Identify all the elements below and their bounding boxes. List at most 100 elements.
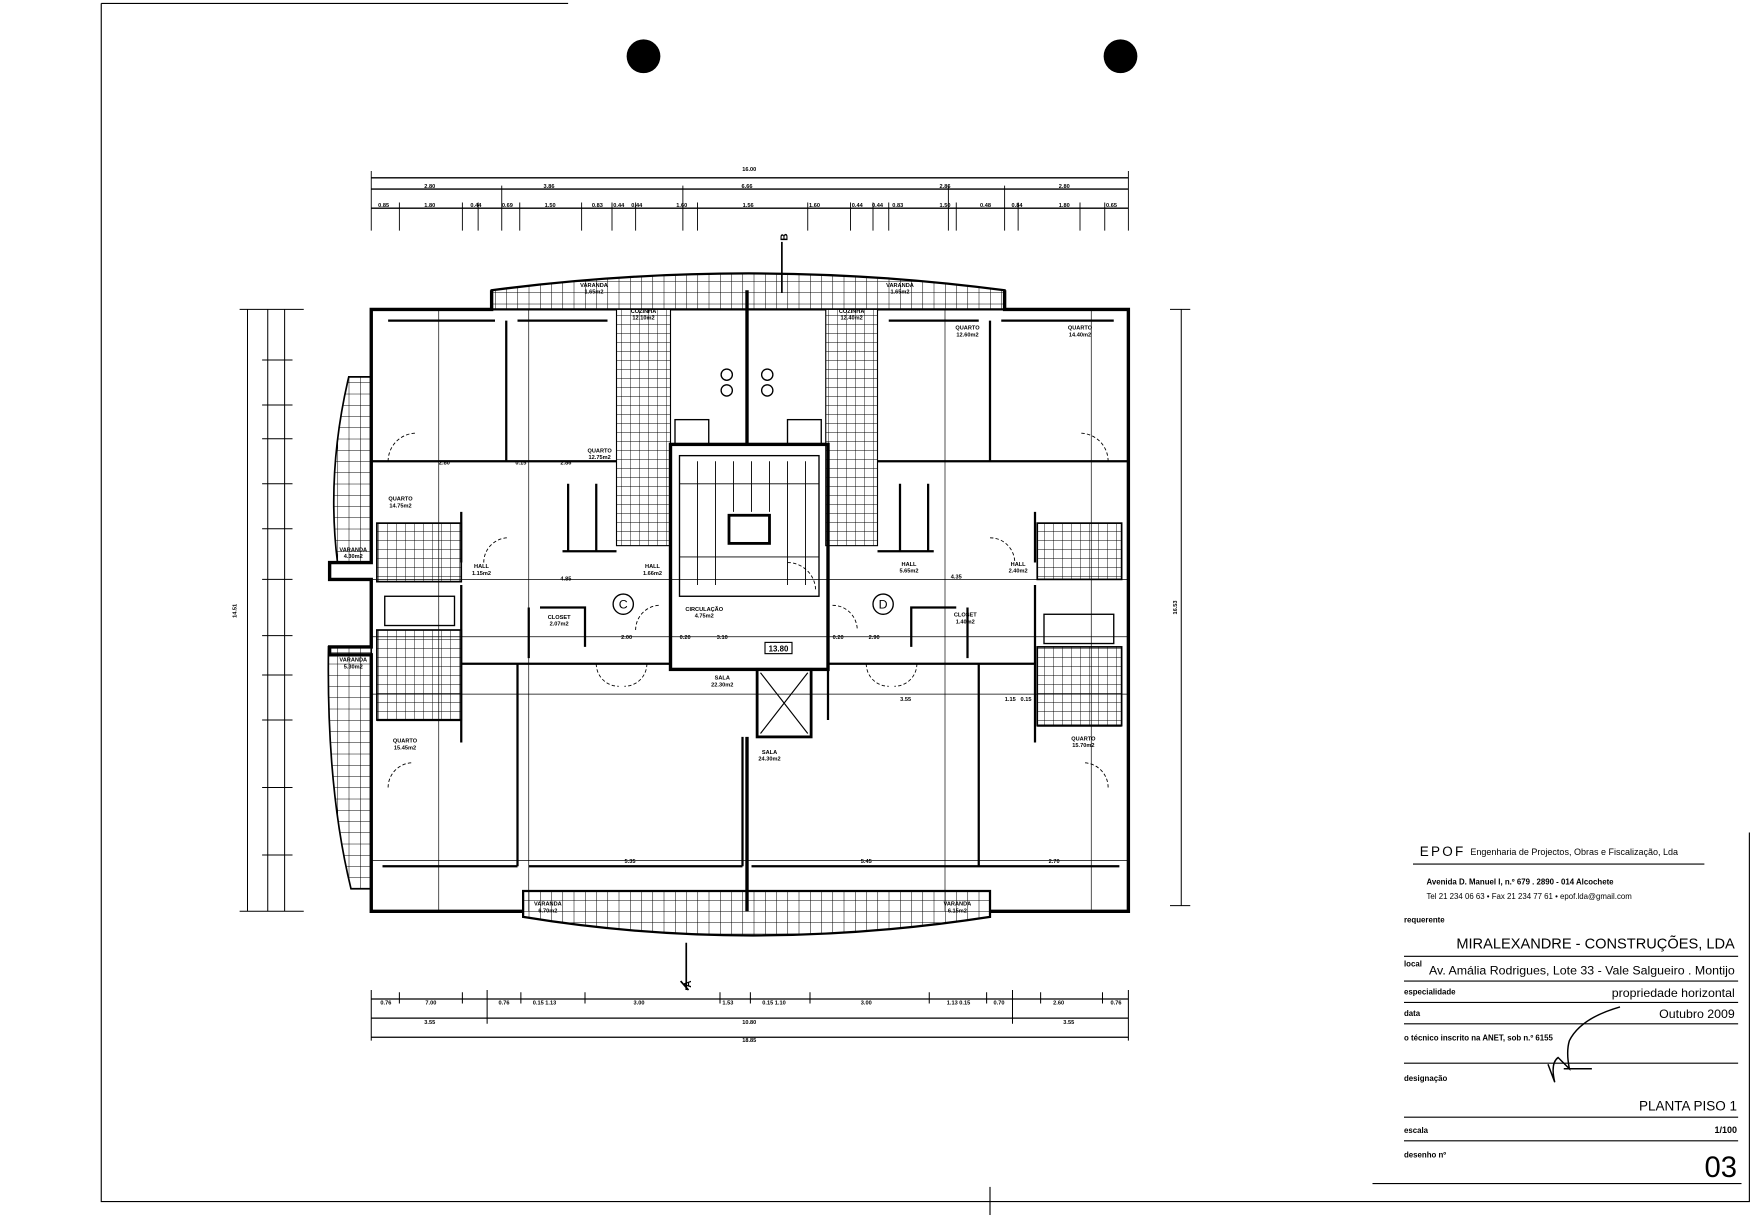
- room-area: 12.60m2: [956, 332, 978, 338]
- room-name: HALL: [645, 564, 661, 570]
- room-name: QUARTO: [1071, 736, 1096, 742]
- room-area: 2.07m2: [550, 622, 569, 628]
- punch-hole: [626, 39, 661, 74]
- dim-label: 0.76: [499, 1001, 510, 1007]
- stair-treads: [679, 461, 819, 586]
- cut-label: A: [683, 980, 694, 988]
- designacao-value: PLANTA PISO 1: [1639, 1098, 1737, 1113]
- dim-label: 0.83: [592, 203, 603, 209]
- company-contacts: Tel 21 234 06 63 • Fax 21 234 77 61 • ep…: [1427, 892, 1633, 901]
- room-name: VARANDA: [534, 902, 562, 908]
- desenho-number: 03: [1704, 1152, 1737, 1184]
- kitchen-left: [615, 308, 672, 547]
- room-name: CIRCULAÇÃO: [685, 606, 723, 613]
- level-marker: 13.80: [764, 641, 793, 655]
- level-label: 13.80: [769, 644, 789, 653]
- dim-label: 0.15 1.13: [533, 1001, 556, 1007]
- dim-label: 10.80: [742, 1020, 756, 1026]
- requerente-value: MIRALEXANDRE - CONSTRUÇÕES, LDA: [1456, 935, 1735, 952]
- dim-label: 0.83: [892, 203, 903, 209]
- dim-label: 0.44: [872, 203, 884, 209]
- room-name: VARANDA: [886, 283, 914, 289]
- dim-label: 5.35: [625, 859, 636, 865]
- dim-label: 1.56: [743, 203, 754, 209]
- room-name: VARANDA: [944, 902, 972, 908]
- dim-label: 6.66: [742, 184, 753, 190]
- bathroom: [1036, 522, 1123, 581]
- dim-label: 0.48: [980, 203, 991, 209]
- top-dimensions: [370, 171, 1129, 231]
- section-marker-d: D: [872, 593, 894, 615]
- room-name: HALL: [1011, 562, 1027, 568]
- dim-label: 1.50: [545, 203, 556, 209]
- dim-label: 3.00: [861, 1001, 872, 1007]
- dim-label: 0.44: [631, 203, 643, 209]
- especialidade-label: especialidade: [1404, 988, 1456, 997]
- room-name: SALA: [715, 676, 730, 682]
- left-dimensions: [239, 308, 304, 912]
- right-dimensions: [1170, 308, 1191, 907]
- dim-top-total: 16.00: [742, 167, 756, 173]
- dim-label: 0.65: [1106, 203, 1117, 209]
- dim-label: 3.55: [424, 1020, 435, 1026]
- room-area: 1.15m2: [472, 571, 491, 577]
- dim-top-row2: 2.80 3.86 6.66 2.86 2.80: [424, 184, 1069, 190]
- dim-label: 3.86: [544, 184, 555, 190]
- room-name: QUARTO: [955, 326, 980, 332]
- dim-label: 1.53: [722, 1001, 733, 1007]
- room-name: VARANDA: [580, 283, 608, 289]
- dim-label: 2.00: [621, 635, 632, 641]
- room-area: 4.30m2: [344, 554, 363, 560]
- dim-label: 3.10: [717, 635, 728, 641]
- room-area: 2.40m2: [1009, 569, 1028, 575]
- room-area: 1.66m2: [643, 571, 662, 577]
- lift-icon: [727, 513, 771, 545]
- title-block: EPOF Engenharia de Projectos, Obras e Fi…: [1372, 844, 1742, 1185]
- room-name: SALA: [762, 750, 777, 756]
- signature: [1547, 1006, 1621, 1083]
- bottom-dimensions: [370, 990, 1129, 1041]
- dim-label: 7.00: [425, 1001, 436, 1007]
- dim-label: 0.15: [515, 461, 526, 467]
- bathroom: [376, 629, 463, 721]
- data-value: Outubro 2009: [1659, 1007, 1735, 1021]
- dim-label: 4.85: [560, 577, 571, 583]
- dim-label: 2.70: [1049, 859, 1060, 865]
- dim-label: 4.35: [951, 574, 962, 580]
- room-area: 12.40m2: [841, 316, 863, 322]
- dim-label: 2.60: [1053, 1001, 1064, 1007]
- company-address: Avenida D. Manuel I, n.º 679 . 2890 - 01…: [1427, 877, 1615, 886]
- room-name: CLOSET: [954, 613, 977, 619]
- requerente-label: requerente: [1404, 916, 1445, 925]
- room-name: HALL: [474, 564, 490, 570]
- dim-label: 1.80: [424, 203, 435, 209]
- dim-top-row3: 0.85 1.80 0.44 0.69 1.50 0.83 0.44 0.44 …: [378, 203, 1117, 209]
- dim-label: 0.84: [1012, 203, 1024, 209]
- company-full-name: Engenharia de Projectos, Obras e Fiscali…: [1470, 847, 1678, 857]
- balcony-left-bottom: [327, 646, 373, 890]
- marker-label: C: [619, 598, 628, 612]
- room-area: 15.70m2: [1072, 743, 1094, 749]
- local-label: local: [1404, 959, 1422, 968]
- bathroom: [1036, 646, 1123, 727]
- dim-label: 1.50: [940, 203, 951, 209]
- room-name: VARANDA: [339, 658, 367, 664]
- room-area: 1.65m2: [890, 290, 909, 296]
- inner-dimensions: 2.80 0.15 2.86 4.85 2.00 0.20 3.10 0.20 …: [439, 461, 1060, 865]
- cut-label: B: [780, 233, 791, 240]
- escala-label: escala: [1404, 1126, 1429, 1135]
